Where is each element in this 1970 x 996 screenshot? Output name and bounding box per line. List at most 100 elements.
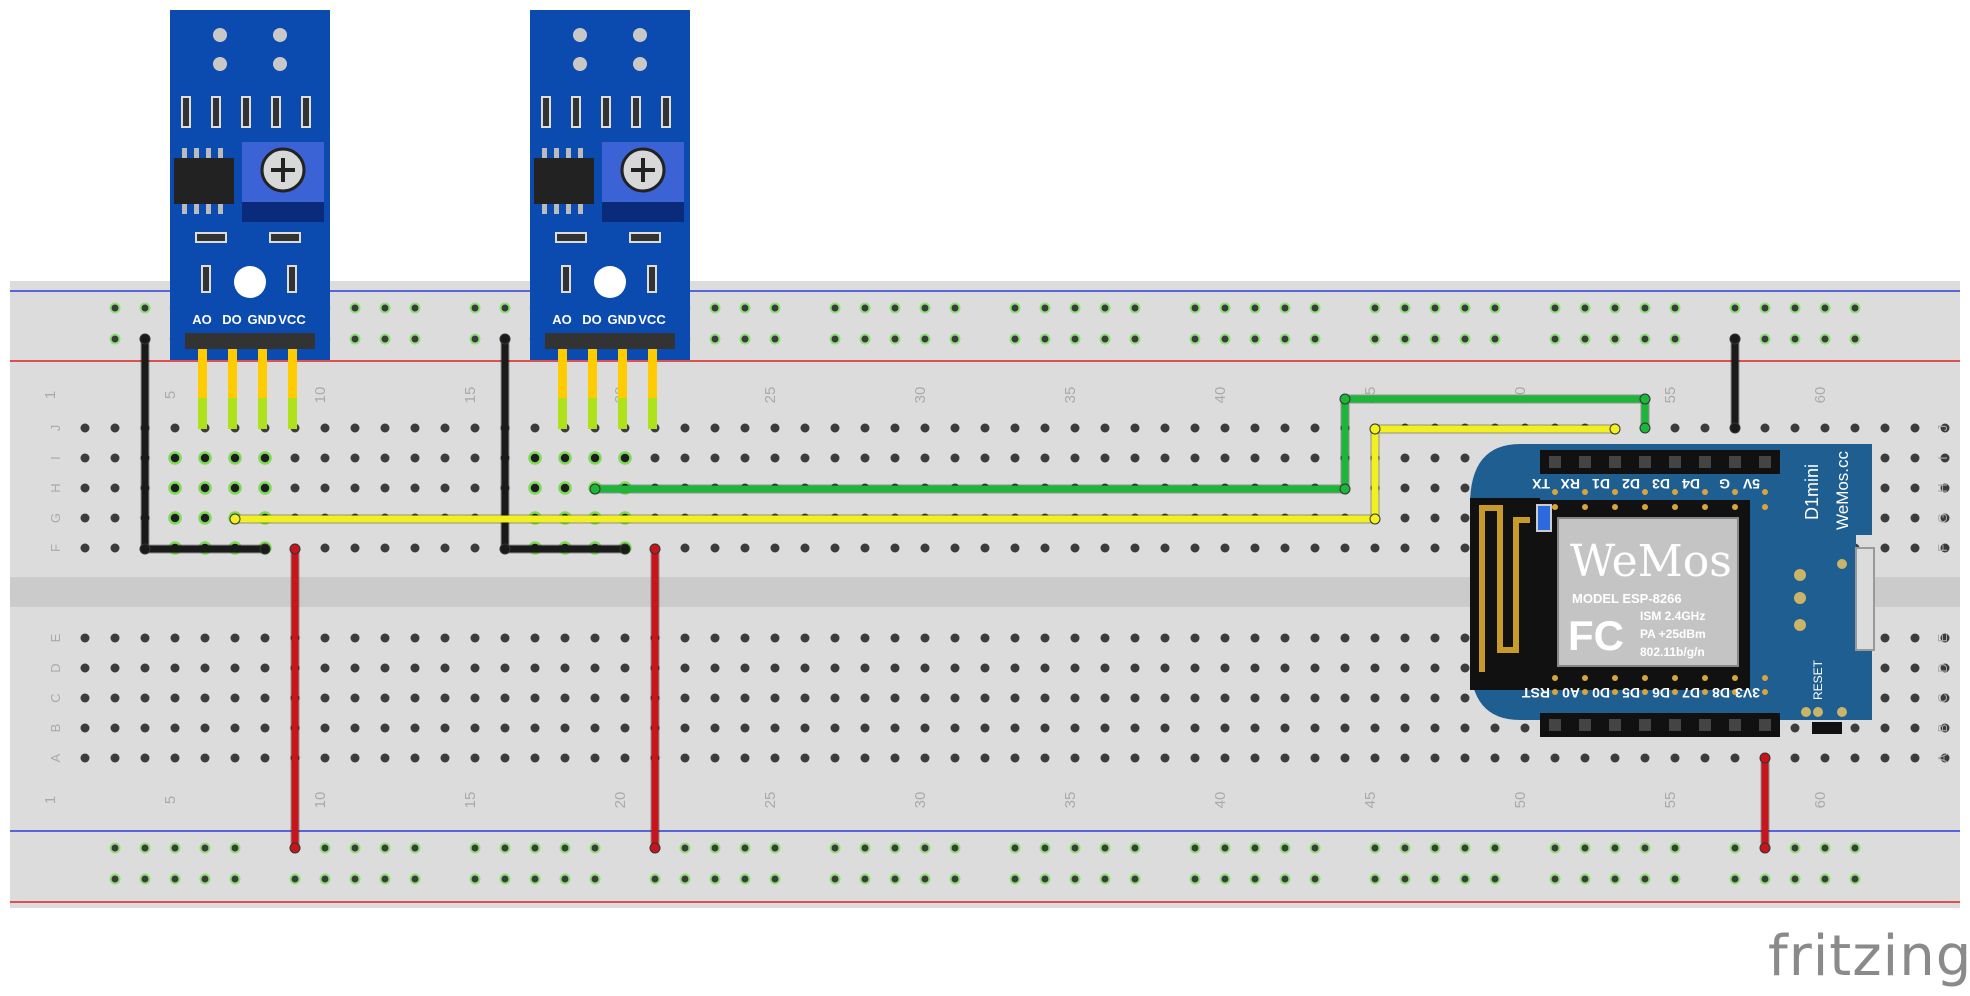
gnd-wire-black-end bbox=[499, 333, 511, 345]
breadboard-hole bbox=[1070, 453, 1080, 463]
via bbox=[1642, 675, 1648, 681]
breadboard-hole bbox=[200, 633, 210, 643]
breadboard-hole bbox=[558, 481, 572, 495]
column-number: 40 bbox=[1212, 387, 1229, 404]
breadboard-hole bbox=[1400, 693, 1410, 703]
smd-component bbox=[571, 96, 581, 128]
mount-pad bbox=[1837, 559, 1847, 569]
breadboard-hole bbox=[770, 453, 780, 463]
header-pin bbox=[1699, 719, 1711, 731]
rail-hole bbox=[1219, 873, 1231, 885]
breadboard-hole bbox=[110, 543, 120, 553]
breadboard-hole bbox=[1010, 453, 1020, 463]
breadboard-hole bbox=[1100, 633, 1110, 643]
rail-hole bbox=[1489, 842, 1501, 854]
breadboard-hole bbox=[1460, 693, 1470, 703]
breadboard-hole bbox=[1280, 633, 1290, 643]
header-pin bbox=[1699, 456, 1711, 468]
rail-hole bbox=[1669, 842, 1681, 854]
breadboard-hole bbox=[1910, 423, 1920, 433]
column-number: 30 bbox=[912, 792, 929, 809]
breadboard-hole bbox=[1880, 723, 1890, 733]
sensor-pin bbox=[618, 349, 627, 399]
breadboard-hole bbox=[1940, 543, 1950, 553]
via bbox=[1702, 689, 1708, 695]
via bbox=[1612, 689, 1618, 695]
breadboard-hole bbox=[320, 633, 330, 643]
breadboard-hole bbox=[1160, 753, 1170, 763]
vcc-wire-red-end bbox=[289, 543, 301, 555]
breadboard-hole bbox=[1130, 663, 1140, 673]
breadboard-hole bbox=[830, 723, 840, 733]
rail-hole bbox=[1039, 333, 1051, 345]
breadboard-hole bbox=[1040, 693, 1050, 703]
breadboard-hole bbox=[140, 753, 150, 763]
rail-hole bbox=[1849, 333, 1861, 345]
rail-hole bbox=[1819, 842, 1831, 854]
breadboard-hole bbox=[860, 453, 870, 463]
breadboard-hole bbox=[590, 693, 600, 703]
column-number: 35 bbox=[1062, 792, 1079, 809]
signal-wire-yellow-end bbox=[1369, 423, 1381, 435]
row-letter-left: H bbox=[48, 483, 63, 492]
column-number: 10 bbox=[312, 792, 329, 809]
breadboard-hole bbox=[258, 451, 272, 465]
breadboard-hole bbox=[710, 753, 720, 763]
rail-hole bbox=[319, 842, 331, 854]
breadboard-hole bbox=[1430, 663, 1440, 673]
breadboard-hole bbox=[1130, 543, 1140, 553]
ic-pin bbox=[542, 148, 547, 158]
rail-hole bbox=[1549, 842, 1561, 854]
breadboard-hole bbox=[950, 723, 960, 733]
breadboard-hole bbox=[830, 543, 840, 553]
top-pin-label: G bbox=[1719, 476, 1730, 492]
breadboard-hole bbox=[1910, 453, 1920, 463]
breadboard-hole bbox=[770, 633, 780, 643]
rail-hole bbox=[1189, 842, 1201, 854]
signal-wire-green-end bbox=[589, 483, 601, 495]
pin-label: AO bbox=[192, 312, 212, 327]
breadboard-hole bbox=[1310, 753, 1320, 763]
via bbox=[1672, 504, 1678, 510]
mount-pad bbox=[1801, 707, 1811, 717]
breadboard-hole bbox=[710, 453, 720, 463]
via bbox=[1732, 504, 1738, 510]
rail-hole bbox=[1759, 333, 1771, 345]
rail-hole bbox=[1729, 873, 1741, 885]
rail-hole bbox=[1429, 302, 1441, 314]
resistor bbox=[269, 232, 301, 243]
breadboard-hole bbox=[320, 423, 330, 433]
row-letter-left: D bbox=[48, 663, 63, 672]
breadboard-hole bbox=[470, 633, 480, 643]
rail-hole bbox=[1609, 302, 1621, 314]
pin-label: DO bbox=[582, 312, 602, 327]
rail-hole bbox=[739, 302, 751, 314]
breadboard-hole bbox=[440, 453, 450, 463]
breadboard-hole bbox=[1430, 723, 1440, 733]
breadboard-hole bbox=[470, 723, 480, 733]
rail-hole bbox=[199, 873, 211, 885]
breadboard-hole bbox=[1400, 483, 1410, 493]
sensor-pin bbox=[648, 349, 657, 399]
breadboard-hole bbox=[168, 511, 182, 525]
breadboard-hole bbox=[80, 453, 90, 463]
breadboard-hole bbox=[1490, 753, 1500, 763]
breadboard-hole bbox=[980, 753, 990, 763]
breadboard-hole bbox=[1520, 723, 1530, 733]
breadboard-hole bbox=[80, 513, 90, 523]
breadboard-hole bbox=[830, 693, 840, 703]
breadboard-hole bbox=[1430, 753, 1440, 763]
bottom-pin-label: D6 bbox=[1652, 685, 1670, 701]
rail-hole bbox=[1249, 873, 1261, 885]
breadboard-hole bbox=[410, 753, 420, 763]
pin-label: DO bbox=[222, 312, 242, 327]
breadboard-hole bbox=[320, 663, 330, 673]
rail-hole bbox=[1039, 302, 1051, 314]
top-pin-label: RX bbox=[1560, 476, 1580, 492]
row-letter-right: I bbox=[1935, 456, 1950, 460]
rail-hole bbox=[1759, 302, 1771, 314]
breadboard-hole bbox=[770, 543, 780, 553]
breadboard-hole bbox=[230, 693, 240, 703]
via bbox=[1642, 504, 1648, 510]
rail-hole bbox=[1069, 333, 1081, 345]
